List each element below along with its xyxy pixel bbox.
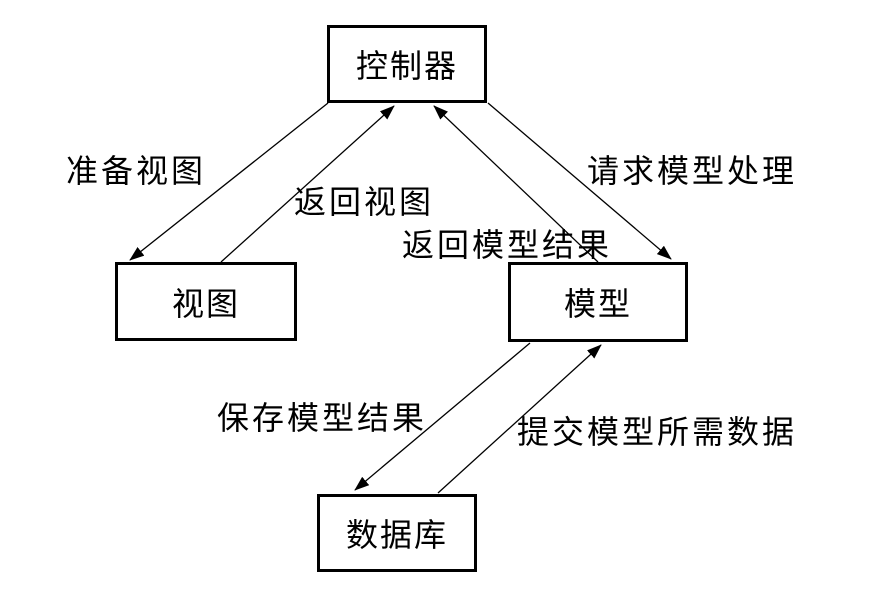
node-model-box: 模型 — [508, 262, 688, 342]
edge-label-return-model-result: 返回模型结果 — [402, 227, 613, 263]
node-view-box: 视图 — [115, 262, 297, 341]
node-database-box: 数据库 — [317, 494, 477, 572]
edge-label-prepare-view: 准备视图 — [66, 153, 207, 189]
edge-label-submit-model-data: 提交模型所需数据 — [517, 414, 798, 450]
node-view-label: 视图 — [171, 285, 240, 322]
edge-label-save-model-result: 保存模型结果 — [217, 400, 428, 436]
arrow-controller-to-view — [129, 102, 329, 261]
node-controller-box: 控制器 — [327, 25, 487, 103]
node-controller-label: 控制器 — [355, 48, 458, 84]
node-model-label: 模型 — [563, 286, 632, 322]
arrow-model-to-controller — [433, 105, 599, 263]
arrow-model-to-database — [354, 342, 531, 491]
arrow-controller-to-model — [487, 102, 672, 260]
node-database-label: 数据库 — [345, 517, 448, 553]
edge-label-request-model-processing: 请求模型处理 — [587, 153, 798, 189]
edge-label-return-view: 返回视图 — [294, 184, 435, 220]
arrow-database-to-model — [437, 344, 602, 494]
arrow-view-to-controller — [220, 105, 395, 263]
